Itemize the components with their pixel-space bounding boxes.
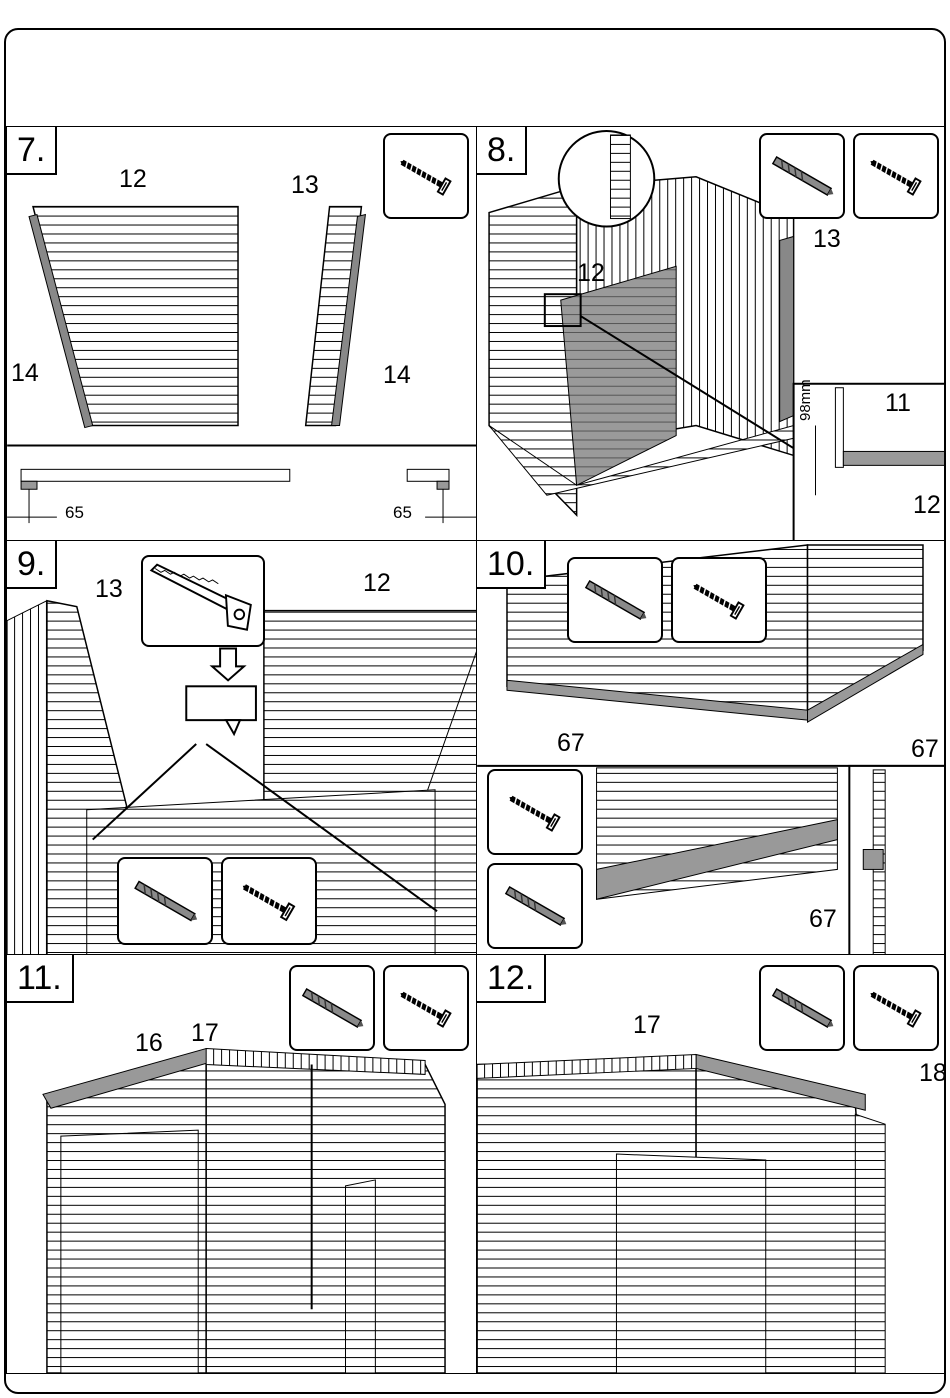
drill-tool-box <box>567 557 663 643</box>
step-8-panel: 8. 12 13 11 12 98mm <box>476 126 946 542</box>
screw-tool-box <box>853 965 939 1051</box>
screw-icon <box>673 559 765 641</box>
part-label: 67 <box>911 737 939 762</box>
drill-tool-box <box>759 133 845 219</box>
screw-tool-box <box>221 857 317 945</box>
step-7-panel: 7. 12 13 14 14 65 65 <box>6 126 478 542</box>
dimension-label: 98mm <box>797 379 814 421</box>
drill-bit-icon <box>761 967 843 1049</box>
part-label: 17 <box>191 1021 219 1046</box>
part-label: 67 <box>809 907 837 932</box>
part-label: 13 <box>291 173 319 198</box>
step-9-number: 9. <box>7 541 57 589</box>
drill-tool-box <box>487 863 583 949</box>
part-label: 18 <box>919 1061 946 1086</box>
drill-bit-icon <box>119 859 211 943</box>
screw-tool-box <box>671 557 767 643</box>
screw-icon <box>855 967 937 1049</box>
screw-icon <box>489 771 581 853</box>
screw-tool-box <box>487 769 583 855</box>
part-label: 12 <box>363 571 391 596</box>
step-8-number: 8. <box>477 127 527 175</box>
screw-tool-box <box>383 965 469 1051</box>
drill-tool-box <box>289 965 375 1051</box>
drill-bit-icon <box>569 559 661 641</box>
instruction-sheet: 7. 12 13 14 14 65 65 8. <box>4 28 946 1394</box>
screw-icon <box>385 135 467 217</box>
drill-bit-icon <box>291 967 373 1049</box>
part-label: 67 <box>557 731 585 756</box>
part-label: 12 <box>119 167 147 192</box>
screw-tool-box <box>383 133 469 219</box>
part-label: 14 <box>383 363 411 388</box>
step-12-number: 12. <box>477 955 546 1003</box>
screw-icon <box>223 859 315 943</box>
drill-bit-icon <box>489 865 581 947</box>
step-10-number: 10. <box>477 541 546 589</box>
step-7-number: 7. <box>7 127 57 175</box>
screw-icon <box>855 135 937 217</box>
part-label: 17 <box>633 1013 661 1038</box>
drill-bit-icon <box>761 135 843 217</box>
saw-icon <box>143 557 263 645</box>
screw-tool-box <box>853 133 939 219</box>
drill-tool-box <box>759 965 845 1051</box>
part-label: 13 <box>95 577 123 602</box>
part-label: 12 <box>577 261 605 286</box>
part-label: 11 <box>885 391 911 416</box>
part-label: 16 <box>135 1031 163 1056</box>
dimension-label: 65 <box>393 503 412 523</box>
drill-tool-box <box>117 857 213 945</box>
step-10-panel: 10. 67 67 67 <box>476 540 946 956</box>
step-9-panel: 9. 13 12 <box>6 540 478 956</box>
saw-tool-box <box>141 555 265 647</box>
dimension-label: 65 <box>65 503 84 523</box>
step-11-number: 11. <box>7 955 74 1003</box>
step-12-panel: 12. 17 18 <box>476 954 946 1374</box>
part-label: 13 <box>813 227 841 252</box>
step-11-panel: 11. 16 17 <box>6 954 478 1374</box>
part-label: 14 <box>11 361 39 386</box>
part-label: 12 <box>913 493 941 518</box>
screw-icon <box>385 967 467 1049</box>
